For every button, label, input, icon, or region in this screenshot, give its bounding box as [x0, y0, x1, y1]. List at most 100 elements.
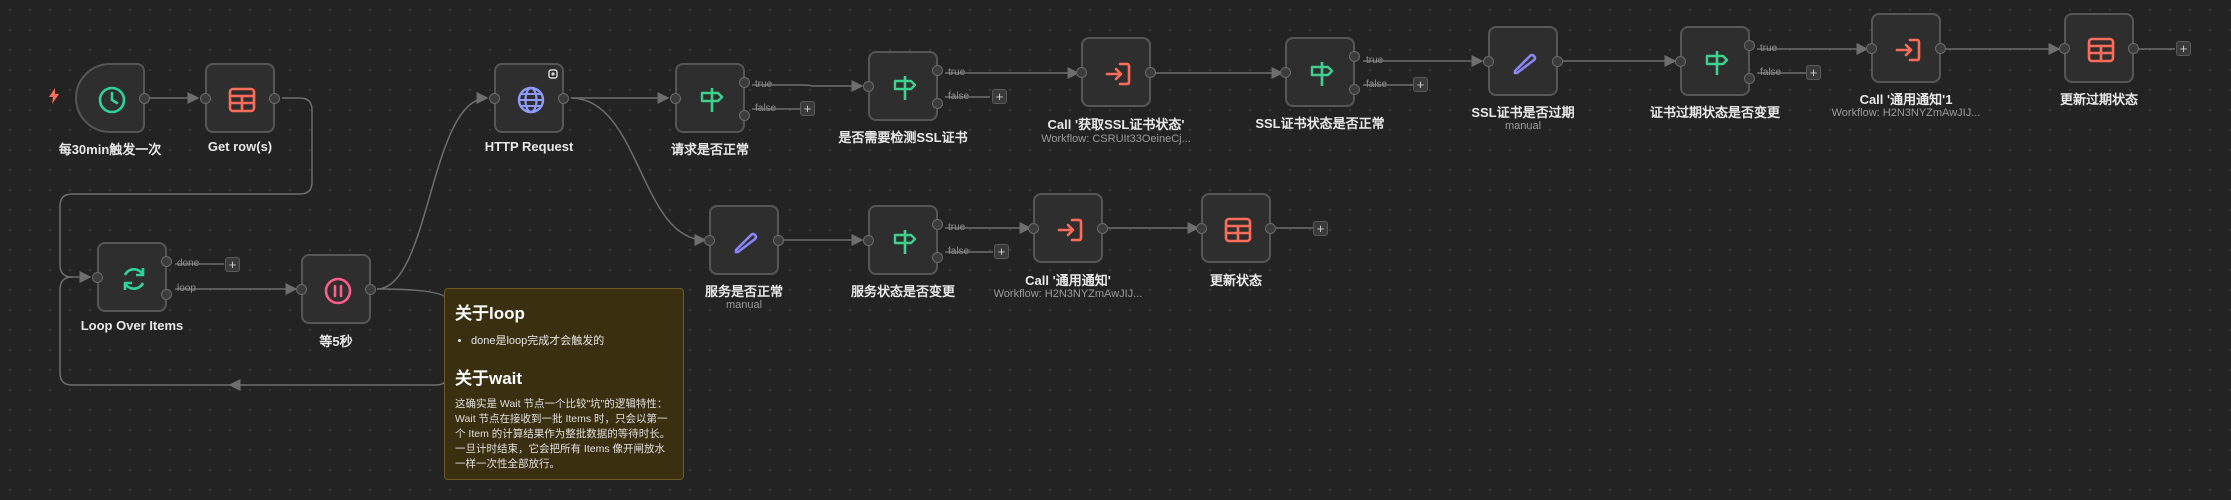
- false-port[interactable]: [932, 98, 943, 109]
- input-port[interactable]: [92, 272, 103, 283]
- pencil-icon: [1509, 47, 1541, 79]
- call-ssl-workflow-node[interactable]: [1076, 37, 1156, 107]
- add-node-button[interactable]: +: [225, 257, 240, 272]
- input-port[interactable]: [2059, 43, 2070, 54]
- add-node-button[interactable]: +: [1413, 77, 1428, 92]
- node-label: Get row(s): [207, 139, 273, 154]
- if-ssl-ok-node[interactable]: [1280, 37, 1360, 107]
- false-port[interactable]: [932, 252, 943, 263]
- output-port[interactable]: [1145, 67, 1156, 78]
- input-port[interactable]: [1028, 223, 1039, 234]
- node-label: Call '通用通知'1: [1859, 92, 1953, 107]
- node-subtitle: manual: [1504, 120, 1542, 132]
- output-port[interactable]: [558, 93, 569, 104]
- webhook-badge-icon: [548, 69, 558, 79]
- update-status-node[interactable]: [1196, 193, 1276, 263]
- true-port-label: true: [755, 79, 773, 90]
- true-port-label: true: [948, 67, 966, 78]
- table-icon: [1222, 214, 1254, 246]
- output-port[interactable]: [773, 235, 784, 246]
- sticky-note[interactable]: 关于loop done是loop完成才会触发的 关于wait 这确实是 Wait…: [444, 288, 684, 480]
- clock-icon: [96, 84, 128, 116]
- node-label: 请求是否正常: [670, 142, 749, 157]
- wait-node[interactable]: [296, 254, 376, 324]
- loop-over-items-node[interactable]: [92, 242, 172, 312]
- schedule-trigger-node[interactable]: [75, 63, 150, 133]
- input-port[interactable]: [863, 81, 874, 92]
- output-port[interactable]: [269, 93, 280, 104]
- trigger-bolt-icon: [49, 88, 59, 104]
- update-expire-node[interactable]: [2059, 13, 2139, 83]
- input-port[interactable]: [1196, 223, 1207, 234]
- output-port[interactable]: [1265, 223, 1276, 234]
- input-port[interactable]: [1076, 67, 1087, 78]
- output-port[interactable]: [1097, 223, 1108, 234]
- input-port[interactable]: [863, 235, 874, 246]
- if-service-change-node[interactable]: [863, 205, 943, 275]
- add-node-button[interactable]: +: [2176, 41, 2191, 56]
- false-port-label: false: [755, 103, 777, 114]
- node-label: 是否需要检测SSL证书: [838, 130, 968, 145]
- input-port[interactable]: [1866, 43, 1877, 54]
- enter-arrow-icon: [1054, 214, 1086, 246]
- node-label: HTTP Request: [484, 139, 574, 154]
- node-subtitle: Workflow: H2N3NYZmAwJIJ...: [1831, 107, 1981, 119]
- input-port[interactable]: [704, 235, 715, 246]
- if-ssl-check-node[interactable]: [863, 51, 943, 121]
- input-port[interactable]: [1675, 56, 1686, 67]
- set-ssl-expire-node[interactable]: [1483, 26, 1563, 96]
- true-port[interactable]: [932, 65, 943, 76]
- if-cert-change-node[interactable]: [1675, 26, 1755, 96]
- add-node-button[interactable]: +: [992, 89, 1007, 104]
- false-port[interactable]: [739, 110, 750, 121]
- input-port[interactable]: [670, 93, 681, 104]
- get-rows-node[interactable]: [200, 63, 280, 133]
- node-label: 等5秒: [319, 334, 353, 349]
- node-label: SSL证书是否过期: [1471, 105, 1575, 120]
- true-port[interactable]: [1744, 40, 1755, 51]
- input-port[interactable]: [296, 284, 307, 295]
- node-label: 服务是否正常: [704, 284, 783, 299]
- set-service-ok-node[interactable]: [704, 205, 784, 275]
- call-notify-node[interactable]: [1028, 193, 1108, 263]
- true-port[interactable]: [1349, 51, 1360, 62]
- true-port[interactable]: [932, 219, 943, 230]
- output-port[interactable]: [2128, 43, 2139, 54]
- true-port-label: true: [1760, 43, 1778, 54]
- http-request-node[interactable]: [489, 63, 569, 133]
- done-port[interactable]: [161, 256, 172, 267]
- loop-port[interactable]: [161, 289, 172, 300]
- refresh-icon: [118, 263, 150, 295]
- true-port[interactable]: [739, 77, 750, 88]
- globe-icon: [515, 84, 547, 116]
- call-notify-1-node[interactable]: [1866, 13, 1946, 83]
- true-port-label: true: [948, 222, 966, 233]
- input-port[interactable]: [1483, 56, 1494, 67]
- output-port[interactable]: [139, 93, 150, 104]
- true-port-label: true: [1366, 55, 1384, 66]
- output-port[interactable]: [365, 284, 376, 295]
- false-port-label: false: [948, 246, 970, 257]
- sticky-heading-wait: 关于wait: [455, 369, 523, 388]
- node-label: 服务状态是否变更: [850, 284, 955, 299]
- node-label: Call '通用通知': [1025, 273, 1111, 288]
- add-node-button[interactable]: +: [800, 101, 815, 116]
- table-icon: [226, 84, 258, 116]
- node-label: Call '获取SSL证书状态': [1047, 117, 1185, 132]
- input-port[interactable]: [200, 93, 211, 104]
- false-port[interactable]: [1349, 84, 1360, 95]
- sticky-paragraph: 这确实是 Wait 节点一个比较"坑"的逻辑特性： Wait 节点在接收到一批 …: [455, 397, 673, 472]
- false-port-label: false: [1366, 79, 1388, 90]
- input-port[interactable]: [1280, 67, 1291, 78]
- add-node-button[interactable]: +: [994, 244, 1009, 259]
- output-port[interactable]: [1552, 56, 1563, 67]
- add-node-button[interactable]: +: [1313, 221, 1328, 236]
- if-request-ok-node[interactable]: [670, 63, 750, 133]
- input-port[interactable]: [489, 93, 500, 104]
- add-node-button[interactable]: +: [1806, 65, 1821, 80]
- output-port[interactable]: [1935, 43, 1946, 54]
- false-port[interactable]: [1744, 73, 1755, 84]
- node-label: 更新过期状态: [2059, 92, 2138, 107]
